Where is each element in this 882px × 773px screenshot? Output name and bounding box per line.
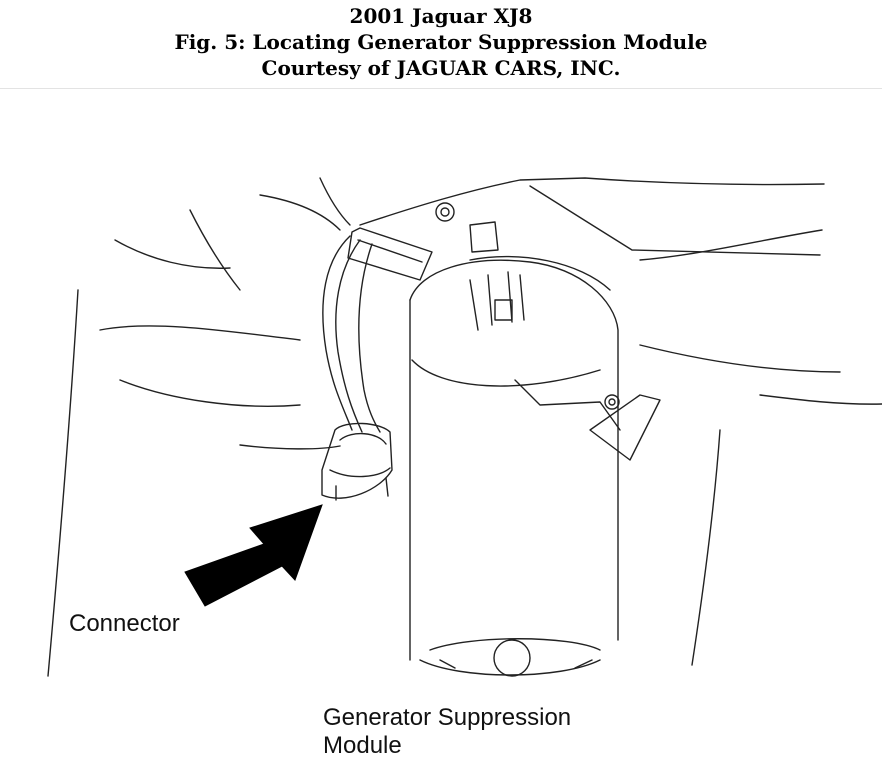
connector-housing xyxy=(321,422,393,499)
figure-caption: Fig. 5: Locating Generator Suppression M… xyxy=(174,30,708,54)
pointer-arrow xyxy=(184,504,323,607)
module-label: Generator Suppression Module xyxy=(323,704,643,760)
header-divider xyxy=(0,88,882,89)
housing-top-edge xyxy=(359,177,825,226)
generator-line-drawing xyxy=(47,177,882,677)
module-label-line1: Generator Suppression xyxy=(323,704,572,731)
connector-label: Connector xyxy=(69,610,180,637)
engine-edge-left xyxy=(47,289,79,677)
top-plug xyxy=(347,227,433,281)
module-label-line2: Module xyxy=(323,732,402,759)
engine-sketch-left xyxy=(114,239,231,269)
document-header: 2001 Jaguar XJ8 Fig. 5: Locating Generat… xyxy=(0,0,882,88)
wire-harness xyxy=(322,235,353,431)
courtesy-line: Courtesy of JAGUAR CARS, INC. xyxy=(261,56,621,80)
document-title: 2001 Jaguar XJ8 xyxy=(349,4,533,28)
generator-body xyxy=(409,259,619,641)
